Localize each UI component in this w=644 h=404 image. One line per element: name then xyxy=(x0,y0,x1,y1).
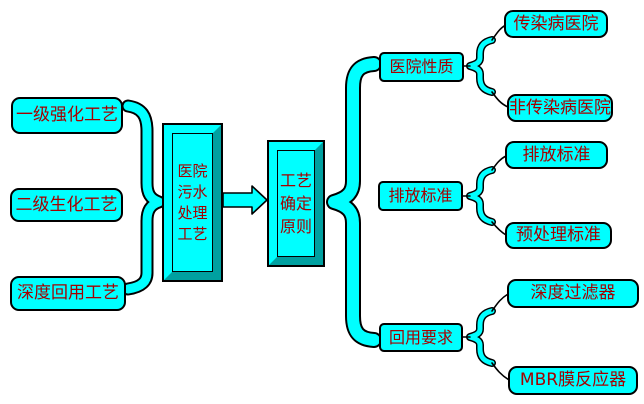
discharge-standard-brace xyxy=(466,166,496,226)
right-group-brace xyxy=(326,56,382,348)
hospital-nature-box: 医院性质 xyxy=(379,52,464,82)
flow-arrow xyxy=(222,185,268,215)
bevel-frame xyxy=(164,125,221,280)
reuse-requirement-brace xyxy=(466,307,496,367)
infectious-hospital-box: 传染病医院 xyxy=(504,10,608,38)
depth-filter-box: 深度过滤器 xyxy=(507,279,639,308)
panel: 医院 污水 处理 工艺 xyxy=(172,133,213,272)
bevel-frame xyxy=(269,142,323,265)
advanced-reuse-process-box: 深度回用工艺 xyxy=(10,276,126,311)
reuse-requirement-box: 回用要求 xyxy=(379,323,463,352)
panel: 工艺 确定 原则 xyxy=(277,150,315,257)
thin-connectors xyxy=(462,24,510,381)
mbr-membrane-reactor-box: MBR膜反应器 xyxy=(508,366,638,395)
hospital-wastewater-process-label: 医院 污水 处理 工艺 xyxy=(177,161,208,243)
hospital-nature-brace xyxy=(466,36,496,96)
primary-enhanced-process-box: 一级强化工艺 xyxy=(11,97,123,134)
process-determination-principle-label: 工艺 确定 原则 xyxy=(279,170,312,237)
process-determination-principle-box: 工艺 确定 原则 xyxy=(267,140,325,267)
discharge-standard-box: 排放标准 xyxy=(378,181,463,211)
secondary-biochemical-process-box: 二级生化工艺 xyxy=(10,188,123,222)
left-group-brace xyxy=(121,99,166,296)
discharge-standard-child-box: 排放标准 xyxy=(505,141,608,169)
hospital-wastewater-process-box: 医院 污水 处理 工艺 xyxy=(162,123,223,282)
non-infectious-hospital-box: 非传染病医院 xyxy=(507,94,613,122)
pretreatment-standard-box: 预处理标准 xyxy=(505,222,612,249)
